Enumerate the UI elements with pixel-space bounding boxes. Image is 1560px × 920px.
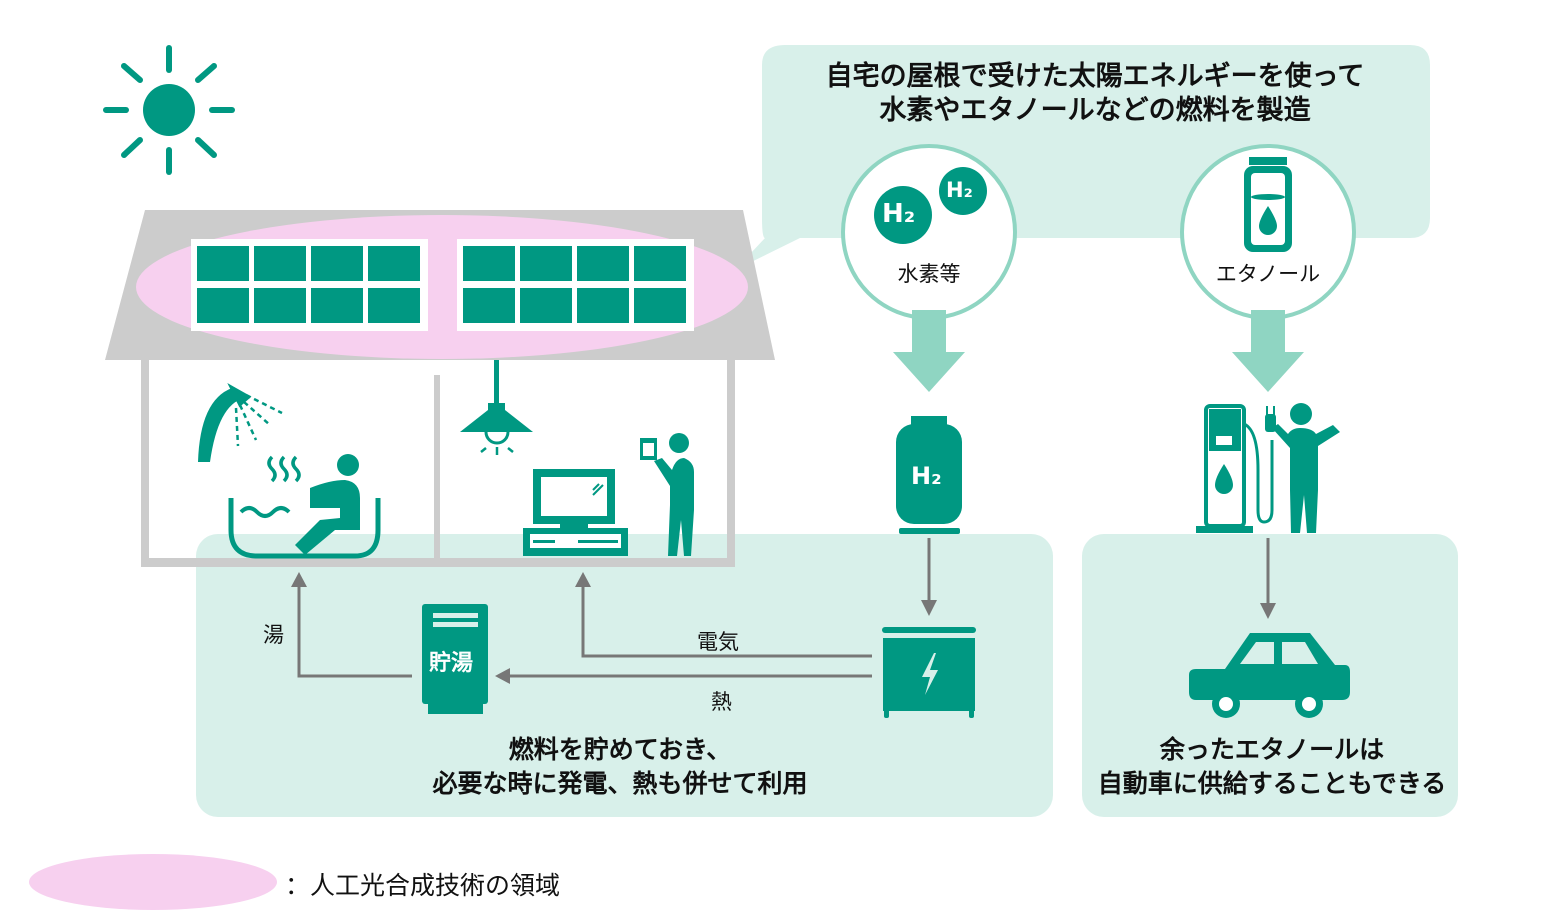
steam-icon — [267, 455, 301, 483]
panel-right-caption: 余ったエタノールは 自動車に供給することもできる — [1082, 733, 1462, 801]
hydrogen-label: 水素等 — [897, 262, 961, 286]
shower-icon — [198, 383, 283, 462]
ceiling-lamp-icon — [460, 360, 533, 455]
arrow-head-heat — [495, 668, 510, 684]
hydrogen-circle — [841, 144, 1017, 320]
sun-icon — [103, 45, 235, 175]
panel-left-line1: 燃料を貯めておき、 — [508, 735, 732, 764]
hydrogen-formula-small: H₂ — [946, 178, 973, 202]
tank-formula: H₂ — [911, 462, 942, 490]
hot-water-storage-icon — [422, 604, 488, 714]
legend-label: ：人工光合成技術の領域 — [285, 871, 561, 900]
flow-label-hot-water: 湯 — [263, 623, 284, 647]
storage-unit-label: 貯湯 — [429, 651, 474, 676]
panel-right-line1: 余ったエタノールは — [1159, 735, 1385, 764]
fuel-pump-icon — [1196, 404, 1276, 533]
house — [105, 210, 775, 567]
solar-panel-right — [457, 239, 694, 331]
legend-swatch — [29, 854, 277, 910]
flow-label-heat: 熱 — [711, 690, 732, 714]
arrow-head-to-car — [1260, 603, 1276, 619]
panel-right-line2: 自動車に供給することもできる — [1097, 769, 1447, 798]
person-icon — [1272, 403, 1340, 533]
ethanol-label: エタノール — [1215, 262, 1321, 286]
callout-title-line1: 自宅の屋根で受けた太陽エネルギーを使って — [825, 61, 1365, 92]
arrow-head-hot-water — [291, 572, 307, 587]
flow-arrows — [297, 538, 1270, 678]
callout-title-line2: 水素やエタノールなどの燃料を製造 — [879, 95, 1311, 126]
lightning-bolt-icon — [922, 653, 938, 695]
hydrogen-formula-large: H₂ — [882, 199, 916, 229]
tv-icon — [523, 469, 628, 556]
fuel-cell-generator-icon — [882, 627, 976, 718]
flow-label-electricity: 電気 — [697, 630, 739, 654]
panel-left-line2: 必要な時に発電、熱も併せて利用 — [432, 769, 808, 798]
bathtub-icon — [228, 454, 381, 559]
solar-panel-left — [191, 239, 428, 331]
arrow-head-to-generator — [921, 600, 937, 616]
arrow-down-hydrogen — [893, 310, 965, 392]
panel-left-caption: 燃料を貯めておき、 必要な時に発電、熱も併せて利用 — [300, 733, 940, 801]
person-switch-icon — [640, 433, 694, 556]
callout-title: 自宅の屋根で受けた太陽エネルギーを使って 水素やエタノールなどの燃料を製造 — [760, 60, 1430, 128]
car-icon — [1189, 633, 1350, 718]
arrow-head-electricity — [575, 572, 591, 587]
ethanol-bottle-icon — [1244, 157, 1292, 252]
hydrogen-tank-icon — [896, 416, 962, 534]
arrow-down-ethanol — [1232, 310, 1304, 392]
ethanol-circle — [1180, 144, 1356, 320]
